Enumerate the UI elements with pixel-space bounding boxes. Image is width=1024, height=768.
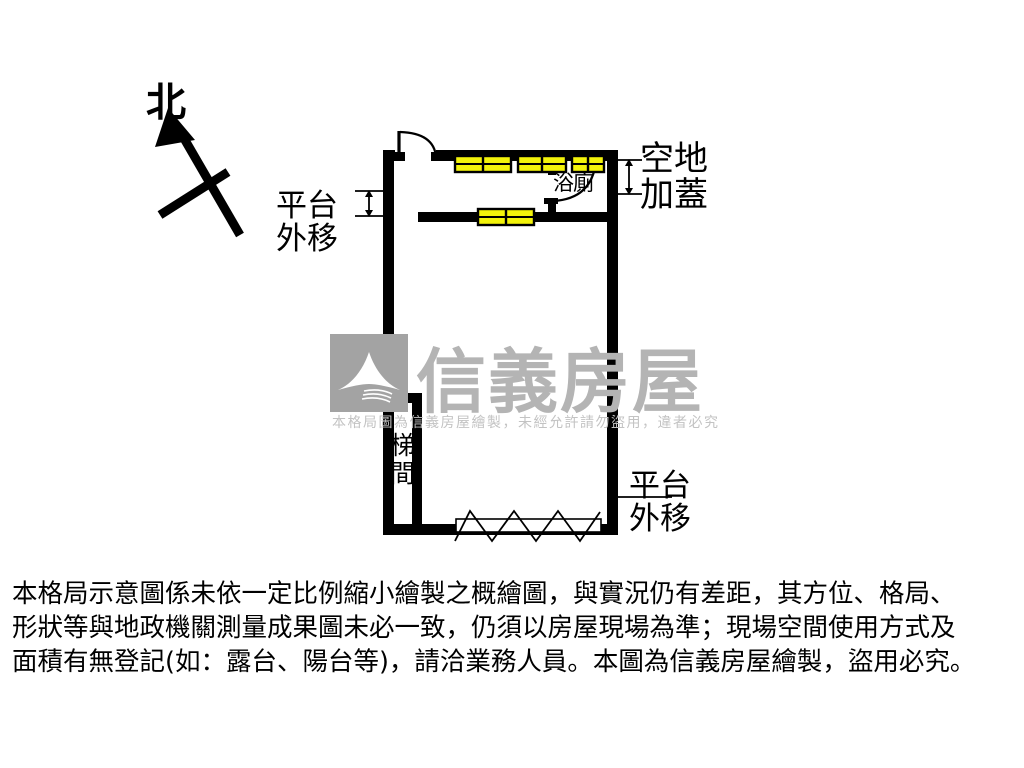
label-platform-left-line1: 平台 bbox=[276, 188, 338, 224]
window-top-2 bbox=[516, 154, 568, 174]
label-open-roof-line1: 空地 bbox=[640, 139, 708, 179]
room-label-stairwell-line1: 梯 bbox=[390, 431, 416, 460]
window-top-3 bbox=[570, 154, 606, 174]
north-arrow-icon bbox=[155, 108, 244, 238]
door-main-swing-icon bbox=[399, 130, 438, 158]
label-platform-right-line1: 平台 bbox=[629, 468, 691, 504]
dimension-right bbox=[618, 159, 642, 195]
disclaimer-line-3: 面積有無登記(如：露台、陽台等)，請洽業務人員。本圖為信義房屋繪製，盜用必究。 bbox=[12, 646, 976, 677]
disclaimer-line-1: 本格局示意圖係未依一定比例縮小繪製之概繪圖，與實況仍有差距，其方位、格局、 bbox=[12, 579, 956, 609]
label-open-roof-cover: 空地 加蓋 bbox=[640, 139, 708, 215]
label-platform-left-line2: 外移 bbox=[276, 220, 338, 257]
disclaimer-text: 本格局示意圖係未依一定比例縮小繪製之概繪圖，與實況仍有差距，其方位、格局、 形狀… bbox=[12, 578, 1016, 680]
window-top-1 bbox=[453, 154, 513, 174]
label-platform-left-outward: 平台 外移 bbox=[276, 190, 338, 255]
north-label: 北 bbox=[146, 80, 186, 126]
dimension-left bbox=[355, 190, 383, 217]
room-label-bathroom: 浴廁 bbox=[553, 171, 594, 195]
door-main-entry bbox=[394, 130, 441, 161]
label-open-roof-line2: 加蓋 bbox=[640, 174, 708, 215]
balcony-railing bbox=[454, 509, 602, 543]
disclaimer-line-2: 形狀等與地政機關測量成果圖未必一致，仍須以房屋現場為準；現場空間使用方式及 bbox=[12, 612, 956, 643]
window-mid-1 bbox=[476, 207, 536, 227]
label-platform-right-outward: 平台 外移 bbox=[629, 470, 691, 535]
room-label-stairwell-line2: 間 bbox=[390, 459, 416, 488]
room-label-stairwell: 梯 間 bbox=[390, 432, 415, 488]
label-platform-right-line2: 外移 bbox=[629, 500, 691, 537]
